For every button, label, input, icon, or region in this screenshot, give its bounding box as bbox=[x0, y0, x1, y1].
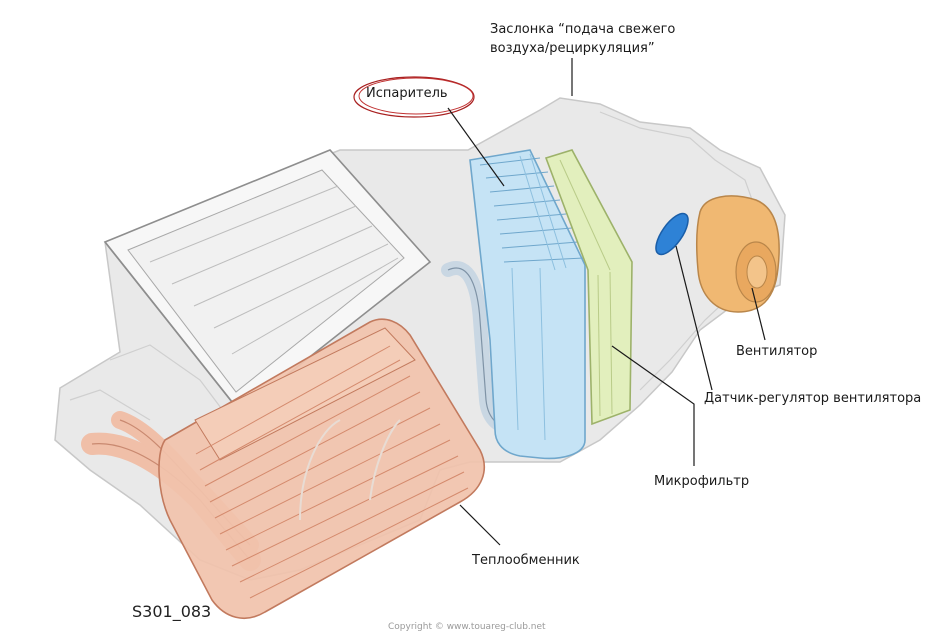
label-fan-sensor: Датчик-регулятор вентилятора bbox=[704, 391, 922, 406]
leader-evaporator bbox=[447, 107, 505, 187]
copyright-notice: Copyright © www.touareg-club.net bbox=[388, 622, 546, 632]
figure-code: S301_083 bbox=[132, 602, 212, 621]
label-fan: Вентилятор bbox=[736, 344, 818, 359]
leader-fan bbox=[751, 287, 766, 341]
label-flap-line2: воздуха/рециркуляция” bbox=[490, 41, 655, 56]
label-flap: Заслонка “подача свежего воздуха/рецирку… bbox=[490, 20, 675, 58]
leader-heat-exchanger bbox=[459, 504, 501, 546]
air-channel-cover bbox=[103, 149, 432, 414]
label-evaporator: Испаритель bbox=[366, 86, 448, 101]
heat-exchanger bbox=[158, 318, 485, 620]
fan bbox=[695, 195, 780, 313]
label-heat-exchanger: Теплообменник bbox=[472, 553, 580, 568]
fan-sensor bbox=[655, 212, 689, 256]
evaporator-label-highlight bbox=[353, 76, 475, 118]
evaporator bbox=[469, 149, 586, 460]
label-flap-line1: Заслонка “подача свежего bbox=[490, 22, 676, 37]
label-microfilter: Микрофильтр bbox=[654, 474, 750, 489]
leader-fan-sensor bbox=[675, 245, 713, 391]
microfilter bbox=[544, 149, 633, 426]
leader-microfilter bbox=[611, 345, 695, 466]
evaporator-label-highlight-2 bbox=[358, 77, 474, 115]
housing-left-detail bbox=[69, 344, 231, 421]
